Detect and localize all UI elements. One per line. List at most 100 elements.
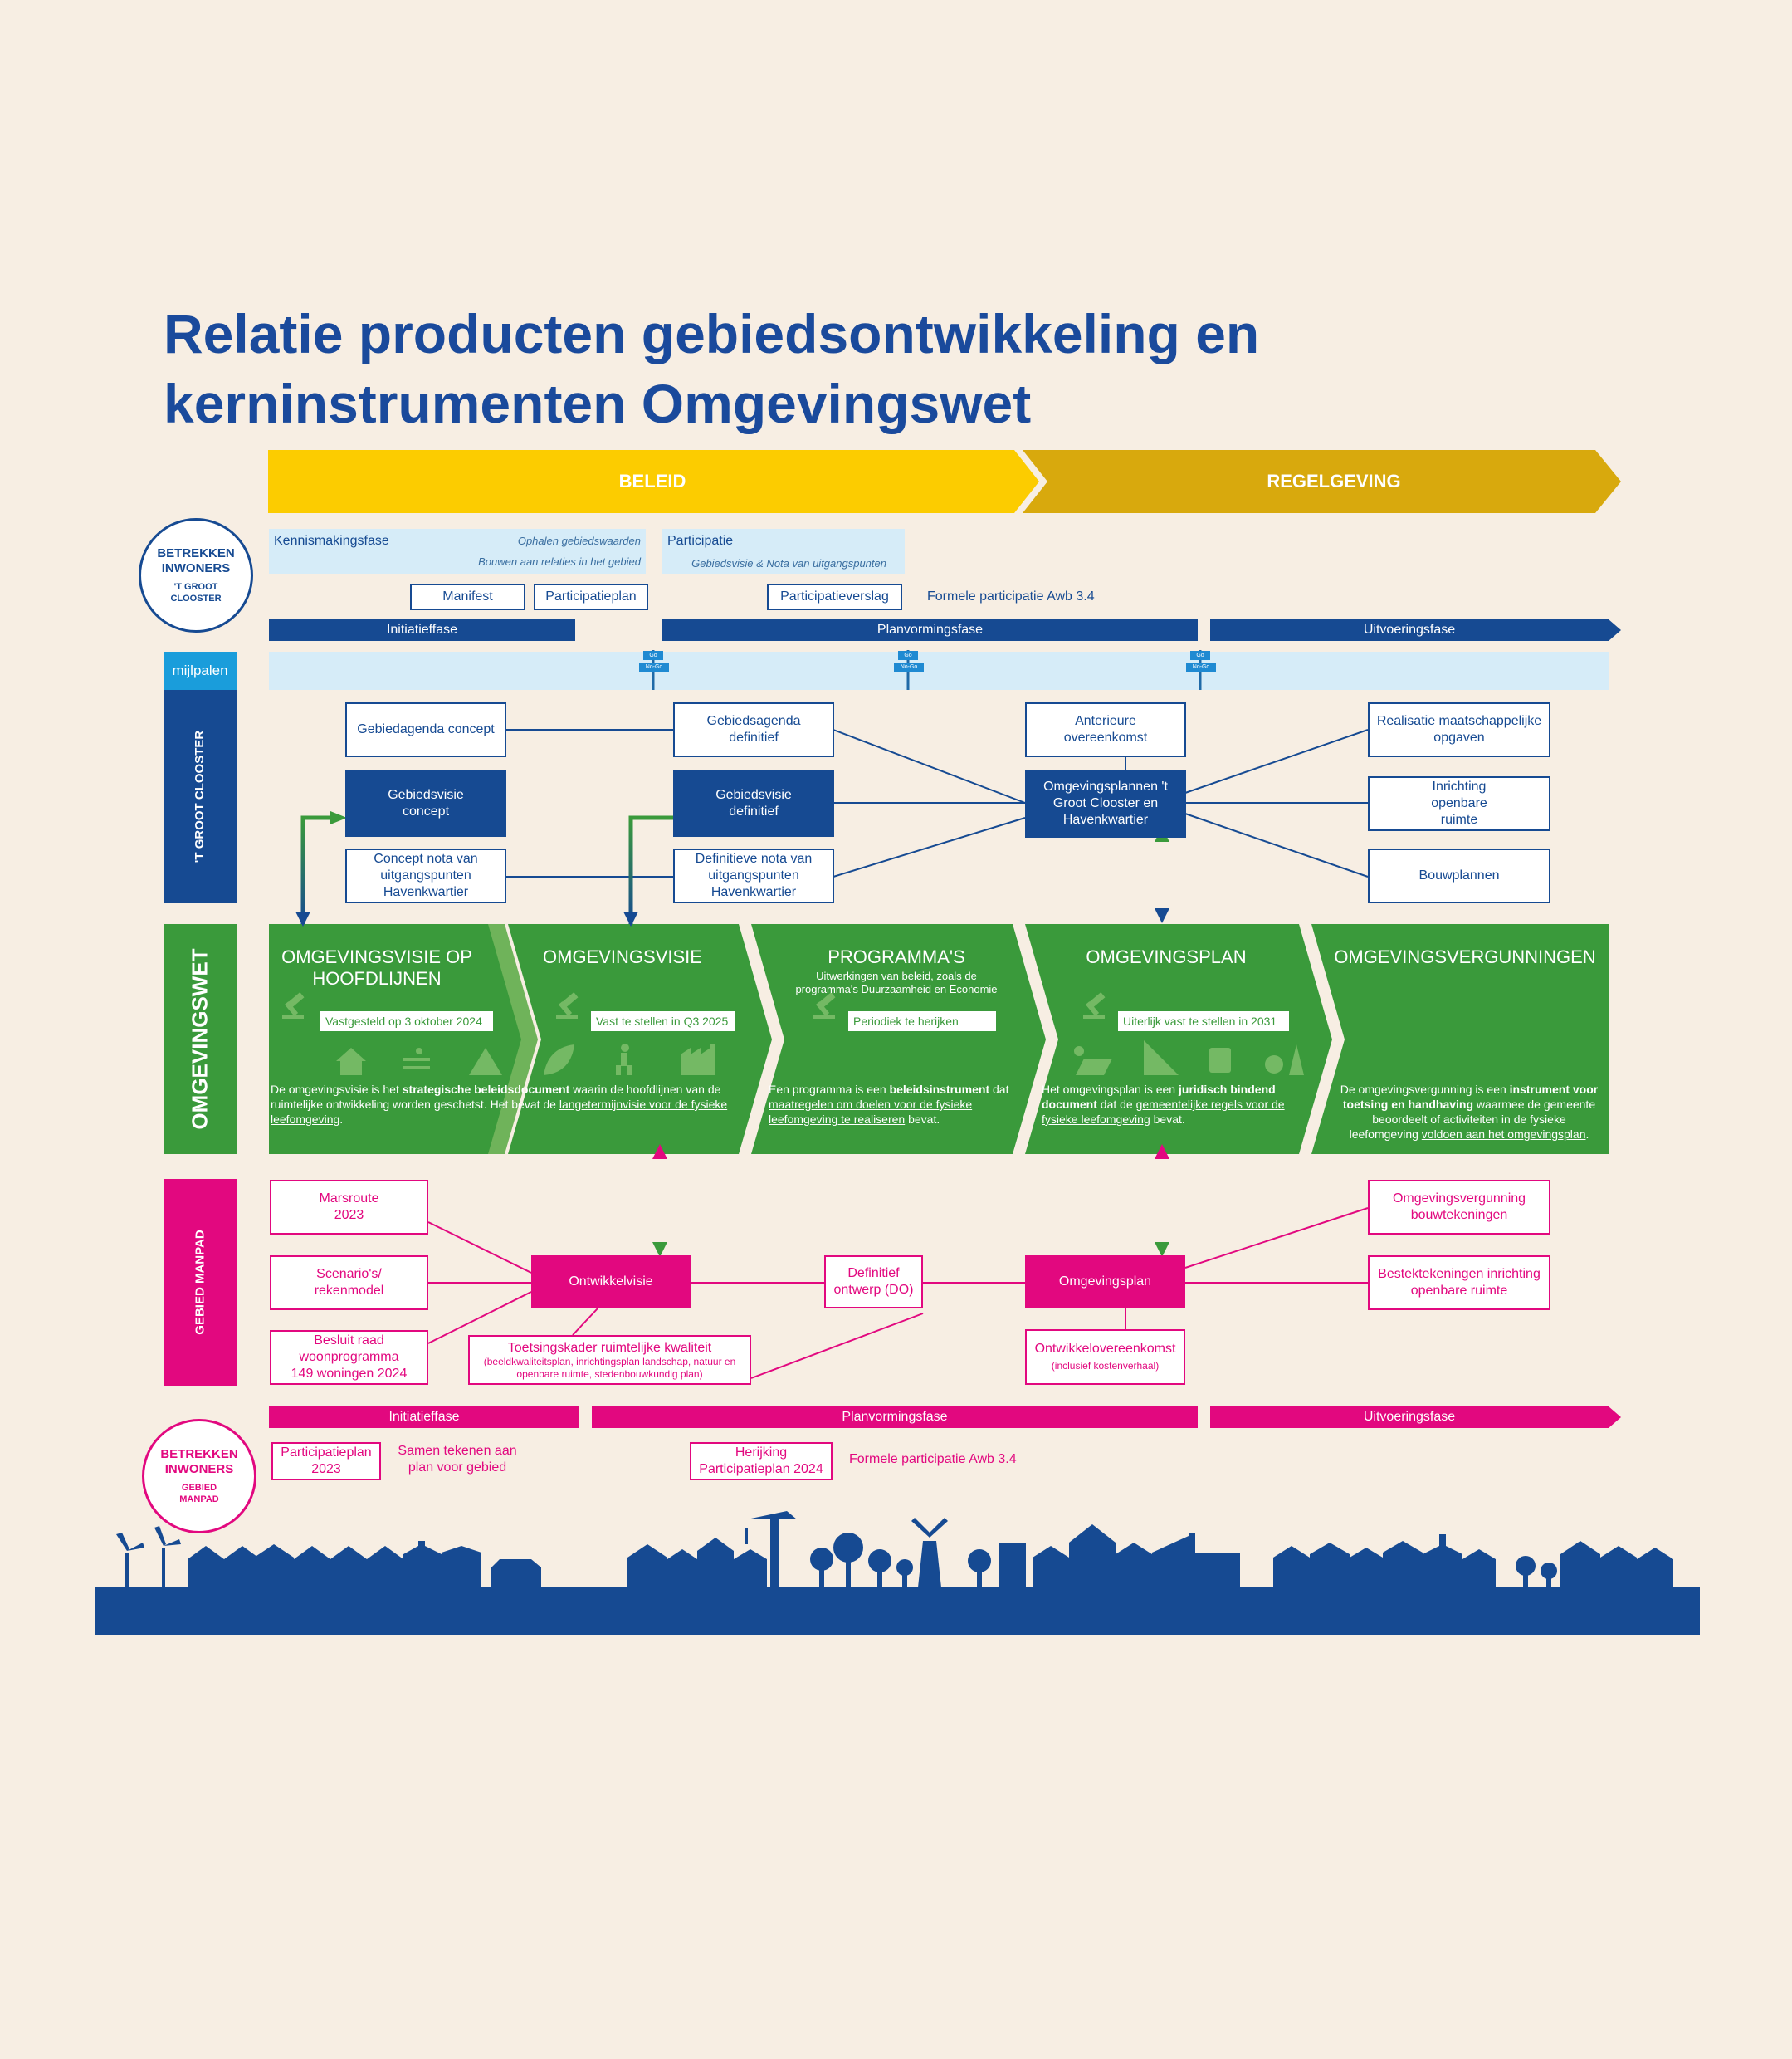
kennismakingsfase-panel: Kennismakingsfase Ophalen gebiedswaarden… (269, 529, 646, 574)
groot-clooster-label-text: 'T GROOT CLOOSTER (193, 730, 208, 863)
programmas-title: PROGRAMMA'S (828, 946, 965, 967)
mp-connectors (427, 1207, 1369, 1379)
plan-desc-part3: bevat. (1150, 1113, 1185, 1126)
verg-desc-part3: . (1585, 1127, 1589, 1141)
phase-bar-initiatief-bottom (269, 1406, 579, 1428)
beleid-arrow (268, 450, 1039, 513)
ow-segment-3 (751, 924, 1046, 1154)
phase-bar-initiatief-top (269, 619, 575, 641)
manpad-label-text: GEBIED MANPAD (193, 1230, 208, 1335)
gc-connectors (506, 729, 1369, 878)
inwoners-bottom-line1: BETREKKEN (160, 1447, 238, 1461)
omgevingsvergunning-bouw-box: Omgevingsvergunning bouwtekeningen (1368, 1180, 1550, 1235)
title-line-1: Relatie producten gebiedsontwikkeling en (164, 303, 1260, 364)
omgevingsvergunningen-title: OMGEVINGSVERGUNNINGEN (1334, 946, 1596, 967)
go-label-2: Go (904, 653, 912, 658)
flower-tree-icon (1265, 1044, 1304, 1075)
gebiedsagenda-definitief-box: Gebiedsagenda definitief (673, 702, 834, 757)
samen-tekenen-text: Samen tekenen aan plan voor gebied (398, 1444, 517, 1475)
ontwikkelovereenkomst-sub: (inclusief kostenverhaal) (1051, 1359, 1160, 1372)
prog-desc-part2: dat (989, 1083, 1009, 1096)
prog-desc-underline: maatregelen om doelen voor de fysieke le… (769, 1098, 973, 1126)
phase-planvorming-bottom: Planvormingsfase (842, 1410, 948, 1424)
herijking-participatieplan-doc: Herijking Participatieplan 2024 (690, 1442, 833, 1480)
omgevingsvisie-hl-title: OMGEVINGSVISIE OP HOOFDLIJNEN (269, 946, 485, 990)
inwoners-top-line4: CLOOSTER (170, 594, 222, 604)
factory-icon (681, 1044, 715, 1075)
scenarios-box: Scenario's/ rekenmodel (270, 1255, 428, 1310)
page-title: Relatie producten gebiedsontwikkeling en… (164, 299, 1575, 438)
omgevingsplan-title: OMGEVINGSPLAN (1086, 946, 1247, 967)
phase-initiatief-bottom: Initiatieffase (388, 1410, 460, 1424)
besluit-raad-box: Besluit raad woonprogramma 149 woningen … (270, 1330, 428, 1385)
omgevingswet-lane-label: OMGEVINGSWET (164, 924, 237, 1154)
visie-desc-part1: De omgevingsvisie is het (271, 1083, 403, 1096)
kennismakingsfase-label: Kennismakingsfase (274, 534, 389, 548)
inwoners-bottom-line3: GEBIED (181, 1483, 217, 1493)
mijlpalen-label: mijlpalen (164, 652, 237, 690)
ow-segment-1 (269, 924, 523, 1154)
inwoners-top-line1: BETREKKEN (157, 546, 235, 560)
inwoners-bottom-line4: MANPAD (179, 1494, 219, 1504)
anterieure-overeenkomst-box: Anterieure overeenkomst (1025, 702, 1186, 757)
verg-desc-part2: waarmee de gemeente beoordeelt of activi… (1349, 1098, 1596, 1141)
phase-bar-uitvoering-top (1210, 619, 1621, 641)
gavel-icon-3 (813, 992, 836, 1019)
ow-icons (282, 992, 1304, 1075)
walker-icon (616, 1044, 632, 1075)
phase-planvorming-top: Planvormingsfase (876, 623, 984, 637)
gebiedagenda-concept-box: Gebiedagenda concept (345, 702, 506, 757)
plan-desc-part2: dat de (1096, 1098, 1136, 1111)
toetsingskader-box: Toetsingskader ruimtelijke kwaliteit (be… (468, 1335, 751, 1385)
prog-desc-part1: Een programma is een (769, 1083, 890, 1096)
programmas-status: Periodiek te herijken (848, 1011, 996, 1031)
ow-segment-1-stripe (488, 924, 538, 1154)
omgevingsplannen-box: Omgevingsplannen 't Groot Clooster en Ha… (1025, 770, 1186, 838)
regelgeving-arrow (1023, 450, 1621, 513)
inrichting-box: Inrichting openbare ruimte (1368, 776, 1550, 831)
omgevingsvisie-description: De omgevingsvisie is het strategische be… (271, 1082, 735, 1127)
go-nogo-sign-2 (894, 650, 924, 690)
phase-uitvoering-top: Uitvoeringsfase (1363, 623, 1456, 637)
nogo-label-3: No-Go (1192, 664, 1210, 670)
swim-icon (403, 1048, 430, 1069)
plan-desc-underline: gemeentelijke regels voor de fysieke lee… (1042, 1098, 1285, 1126)
parking-icon (1209, 1048, 1231, 1073)
bouwplannen-box: Bouwplannen (1368, 849, 1550, 903)
omgevingsvergunningen-description: De omgevingsvergunning is een instrument… (1336, 1082, 1602, 1142)
omgevingsplan-mp-box: Omgevingsplan (1025, 1255, 1185, 1308)
concept-nota-box: Concept nota van uitgangspunten Havenkwa… (345, 849, 506, 903)
nogo-label-1: No-Go (645, 664, 663, 670)
omgevingsvisie-hl-status: Vastgesteld op 3 oktober 2024 (320, 1011, 493, 1031)
beleid-label: BELEID (618, 471, 686, 492)
leaf-icon (544, 1044, 574, 1075)
go-label-3: Go (1196, 653, 1204, 658)
gavel-icon-4 (1083, 992, 1106, 1019)
omgevingswet-label-text: OMGEVINGSWET (187, 948, 212, 1130)
participatie-label: Participatie (667, 534, 734, 548)
kennismaking-note-2: Bouwen aan relaties in het gebied (478, 555, 641, 568)
mp-to-ow-arrows (652, 1144, 1169, 1257)
home-icon (336, 1048, 366, 1075)
ow-segment-2 (508, 924, 772, 1154)
bestektekeningen-box: Bestektekeningen inrichting openbare rui… (1368, 1255, 1550, 1310)
go-nogo-sign-3 (1186, 650, 1216, 690)
inwoners-top-line2: INWONERS (161, 561, 231, 575)
phase-bar-uitvoering-bottom (1210, 1406, 1621, 1428)
programmas-description: Een programma is een beleidsinstrument d… (769, 1082, 1009, 1127)
plan-desc-part1: Het omgevingsplan is een (1042, 1083, 1179, 1096)
visie-desc-part3: . (339, 1113, 344, 1126)
ontwikkelovereenkomst-title: Ontwikkelovereenkomst (1034, 1341, 1176, 1356)
nogo-label-2: No-Go (900, 664, 918, 670)
ontwikkelvisie-box: Ontwikkelvisie (531, 1255, 691, 1308)
participatie-note: Gebiedsvisie & Nota van uitgangspunten (691, 557, 886, 570)
definitieve-nota-box: Definitieve nota van uitgangspunten Have… (673, 849, 834, 903)
inwoners-bottom-line2: INWONERS (164, 1462, 234, 1476)
toetsingskader-sub: (beeldkwaliteitsplan, inrichtingsplan la… (483, 1355, 736, 1380)
inwoners-badge-top: BETREKKEN INWONERS 'T GROOT CLOOSTER (139, 518, 253, 633)
toetsingskader-title: Toetsingskader ruimtelijke kwaliteit (507, 1340, 712, 1355)
omgevingsplan-description: Het omgevingsplan is een juridisch binde… (1042, 1082, 1307, 1127)
omgevingsvisie-hl-title-2: HOOFDLIJNEN (312, 968, 442, 989)
participatie-panel: Participatie Gebiedsvisie & Nota van uit… (662, 529, 905, 574)
